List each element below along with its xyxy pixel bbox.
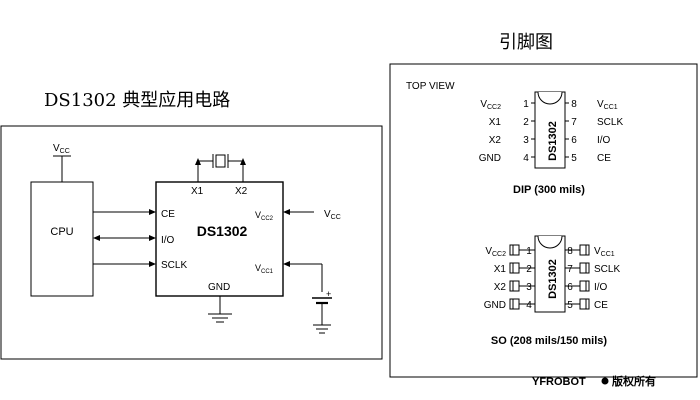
dip-left-pin-number-1: 1 bbox=[523, 99, 529, 110]
so-left-pin-number-2: 2 bbox=[526, 264, 532, 275]
dip-left-pin-number-3: 3 bbox=[523, 135, 529, 146]
pin-gnd-label: GND bbox=[208, 282, 230, 293]
so-right-pad-2 bbox=[579, 262, 590, 274]
so-right-pad-1 bbox=[579, 244, 590, 256]
pin-ce-label: CE bbox=[161, 209, 175, 220]
pinout-frame bbox=[389, 63, 698, 378]
top-view-label: TOP VIEW bbox=[406, 81, 455, 92]
dip-left-pin-name-2: X1 bbox=[489, 117, 502, 128]
so-left-pin-number-1: 1 bbox=[526, 246, 532, 257]
so-right-pin-number-2: 7 bbox=[567, 264, 573, 275]
vcc-right-label: VCC bbox=[324, 209, 341, 221]
dip-right-pin-number-3: 6 bbox=[571, 135, 577, 146]
dip-right-pin-number-2: 7 bbox=[571, 117, 577, 128]
ce-arrow bbox=[149, 209, 156, 215]
io-arrow-left bbox=[93, 235, 100, 241]
so-left-pin-name-1: VCC2 bbox=[485, 246, 506, 258]
ds1302-chip-label: DS1302 bbox=[197, 223, 248, 239]
bullet-icon bbox=[601, 377, 609, 385]
cpu-label: CPU bbox=[50, 226, 73, 238]
dip-left-pin-name-3: X2 bbox=[489, 135, 502, 146]
vcc1-arrow bbox=[283, 261, 290, 267]
dip-body bbox=[534, 91, 566, 169]
pin-x2-label: X2 bbox=[235, 186, 248, 197]
so-left-pin-number-3: 3 bbox=[526, 282, 532, 293]
ds1302-chip-block bbox=[155, 181, 284, 297]
so-right-pad-3 bbox=[579, 280, 590, 292]
dip-right-pin-number-1: 8 bbox=[571, 99, 577, 110]
so-right-pin-name-2: SCLK bbox=[594, 264, 620, 275]
so-right-pin-number-3: 6 bbox=[567, 282, 573, 293]
so-left-pin-name-3: X2 bbox=[494, 282, 507, 293]
so-body bbox=[534, 235, 566, 313]
dip-pins: 1 VCC2 8 VCC1 2 X1 7 SCLK 3 X2 6 I/O 4 GND 5 CE bbox=[479, 99, 624, 164]
so-left-pin-name-2: X1 bbox=[494, 264, 507, 275]
sclk-arrow bbox=[149, 261, 156, 267]
so-left-pin-name-4: GND bbox=[484, 300, 506, 311]
dip-left-pin-name-1: VCC2 bbox=[480, 99, 501, 111]
dip-right-pin-number-4: 5 bbox=[571, 153, 577, 164]
dip-left-pin-number-2: 2 bbox=[523, 117, 529, 128]
so-right-pin-name-1: VCC1 bbox=[594, 246, 615, 258]
so-chip-text: DS1302 bbox=[547, 259, 559, 299]
footer-rights: 版权所有 bbox=[612, 374, 656, 388]
dip-left-pin-number-4: 4 bbox=[523, 153, 529, 164]
circuit-title: DS1302 典型应用电路 bbox=[44, 90, 230, 111]
so-left-pin-number-4: 4 bbox=[526, 300, 532, 311]
so-label: SO (208 mils/150 mils) bbox=[491, 335, 608, 347]
pin-io-label: I/O bbox=[161, 235, 175, 246]
dip-chip-text: DS1302 bbox=[547, 121, 559, 161]
battery-plus-label: + bbox=[326, 289, 331, 299]
so-left-pad-4 bbox=[509, 298, 520, 310]
dip-right-pin-name-4: CE bbox=[597, 153, 611, 164]
crystal-body bbox=[215, 154, 226, 168]
dip-notch bbox=[537, 91, 563, 105]
circuit-frame bbox=[0, 125, 383, 360]
pinout-title: 引脚图 bbox=[499, 32, 553, 53]
cpu-block bbox=[30, 181, 94, 297]
so-right-pin-name-3: I/O bbox=[594, 282, 608, 293]
so-right-pin-number-4: 5 bbox=[567, 300, 573, 311]
x2-arrow bbox=[240, 158, 246, 165]
footer-brand: YFROBOT bbox=[532, 376, 586, 388]
so-pins: 1 VCC2 8 VCC1 2 X1 7 SCLK 3 X2 6 I/O 4 GND 5 CE bbox=[484, 244, 620, 311]
pin-sclk-label: SCLK bbox=[161, 260, 187, 271]
dip-package: DS1302 1 VCC2 8 VCC1 2 X1 7 SCLK 3 X2 6 I/O 4 GND 5 CE bbox=[479, 91, 624, 169]
so-left-pad-3 bbox=[509, 280, 520, 292]
dip-label: DIP (300 mils) bbox=[513, 184, 585, 196]
pin-vcc2-label: VCC2 bbox=[255, 210, 274, 222]
so-left-pad-2 bbox=[509, 262, 520, 274]
dip-right-pin-name-1: VCC1 bbox=[597, 99, 618, 111]
so-left-pad-1 bbox=[509, 244, 520, 256]
so-right-pin-number-1: 8 bbox=[567, 246, 573, 257]
io-arrow-right bbox=[149, 235, 156, 241]
dip-right-pin-name-3: I/O bbox=[597, 135, 611, 146]
footer: YFROBOT 版权所有 bbox=[532, 374, 656, 388]
so-right-pad-4 bbox=[579, 298, 590, 310]
dip-left-pin-name-4: GND bbox=[479, 153, 501, 164]
so-right-pin-name-4: CE bbox=[594, 300, 608, 311]
vcc-top-label: VCC bbox=[53, 143, 70, 155]
circuit-panel: VCC CPU DS1302 CE I/O SCLK X1 X2 bbox=[0, 125, 383, 360]
dip-right-pin-name-2: SCLK bbox=[597, 117, 623, 128]
pin-x1-label: X1 bbox=[191, 186, 204, 197]
so-notch bbox=[537, 235, 563, 249]
pin-vcc1-label: VCC1 bbox=[255, 263, 274, 275]
so-package: DS1302 1 VCC2 8 VCC1 2 X1 7 SCLK 3 X2 6 I/O 4 GND 5 CE bbox=[484, 235, 620, 313]
vcc2-arrow bbox=[283, 209, 290, 215]
